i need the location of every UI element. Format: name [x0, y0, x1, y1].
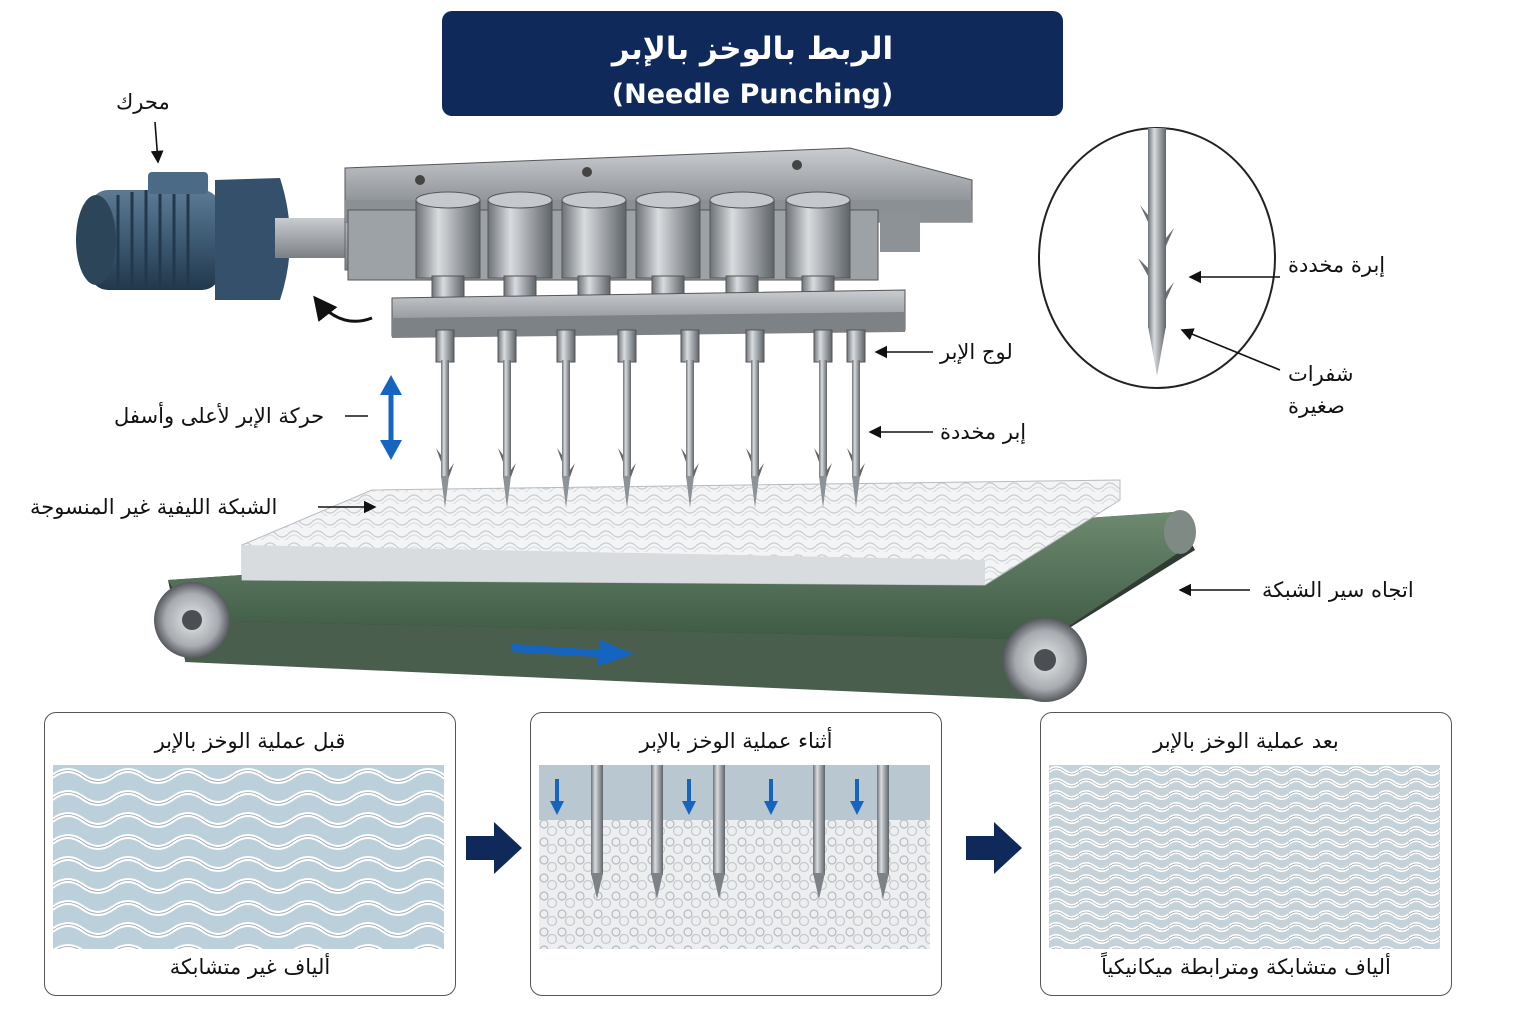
- needle-icon: [435, 329, 455, 508]
- label-barbed-needles: إبر مخددة: [940, 420, 1027, 444]
- panel-during: أثناء عملية الوخز بالإبر: [530, 712, 942, 996]
- panel-before: قبل عملية الوخز بالإبر ألياف غير متشابكة: [44, 712, 456, 996]
- needle-cylinder: [785, 191, 851, 301]
- label-detail-barbed-needle: إبرة مخددة: [1288, 253, 1386, 277]
- fibrous-web: [241, 479, 1121, 586]
- punching-fibers-image: [539, 765, 930, 949]
- needle-icon: [745, 329, 765, 508]
- needle-cylinder: [709, 191, 775, 301]
- needle-cylinder: [561, 191, 627, 301]
- down-arrow-icon: [550, 779, 564, 815]
- callout-lines: [150, 121, 1250, 597]
- needle-cylinder: [635, 191, 701, 301]
- arrow-right-icon: [466, 822, 522, 874]
- needle-icon: [877, 765, 889, 899]
- panel-after: بعد عملية الوخز بالإبر ألياف متشابكة ومت…: [1040, 712, 1452, 996]
- needle-icon: [713, 765, 725, 899]
- needle-icon: [556, 329, 576, 508]
- rotation-arrow-icon: [313, 295, 373, 323]
- roller-back: [1164, 510, 1196, 554]
- label-detail-barbs-1: شفرات: [1288, 362, 1354, 386]
- needle-cylinders: [415, 191, 851, 301]
- panel-after-title: بعد عملية الوخز بالإبر: [1153, 729, 1339, 753]
- title-banner: الربط بالوخز بالإبر (Needle Punching): [442, 11, 1063, 116]
- loose-fibers-image: [53, 765, 444, 949]
- bonded-fibers-image: [1049, 765, 1440, 949]
- needle-icon: [497, 329, 517, 508]
- roller-right: [1003, 618, 1087, 702]
- arrow-right-icon: [966, 822, 1022, 874]
- down-arrow-icon: [764, 779, 778, 815]
- needle-board-plate: [391, 289, 906, 338]
- double-arrow-vertical-icon: [380, 375, 402, 460]
- needle-icon: [591, 765, 603, 899]
- web-direction-arrow-icon: [512, 640, 634, 666]
- roller-left: [154, 582, 230, 658]
- needle-icon: [617, 329, 637, 508]
- down-arrow-icon: [850, 779, 864, 815]
- needle-icon: [813, 765, 825, 899]
- label-fibrous-web: الشبكة الليفية غير المنسوجة: [30, 495, 278, 519]
- label-detail-barbs-2: صغيرة: [1288, 394, 1345, 418]
- page-subtitle: (Needle Punching): [611, 79, 894, 110]
- needle-cylinder: [415, 191, 481, 301]
- motor-icon: [76, 172, 386, 300]
- needle-cylinder: [487, 191, 553, 301]
- needle-icon: [813, 329, 833, 508]
- label-web-direction: اتجاه سير الشبكة: [1262, 578, 1414, 602]
- panel-before-title: قبل عملية الوخز بالإبر: [154, 729, 346, 753]
- page-title: الربط بالوخز بالإبر: [611, 31, 894, 67]
- needle-icon: [680, 329, 700, 508]
- panel-after-caption: ألياف متشابكة ومترابطة ميكانيكياً: [1101, 955, 1391, 979]
- barbed-needles: [435, 329, 866, 508]
- label-needle-board: لوج الإبر: [940, 340, 1013, 364]
- label-needle-motion: حركة الإبر لأعلى وأسفل: [114, 404, 325, 428]
- panel-before-caption: ألياف غير متشابكة: [169, 955, 331, 979]
- needle-icon: [846, 329, 866, 508]
- label-motor: محرك: [116, 90, 170, 114]
- down-arrow-icon: [682, 779, 696, 815]
- panel-during-title: أثناء عملية الوخز بالإبر: [639, 729, 833, 753]
- needle-detail-circle: [1038, 127, 1281, 389]
- needle-icon: [651, 765, 663, 899]
